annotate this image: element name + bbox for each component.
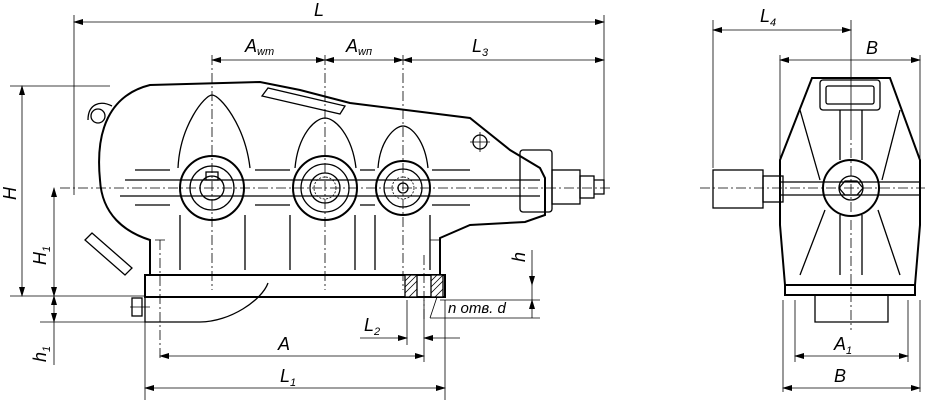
label-h: h [509,252,529,262]
label-L2: L2 [364,315,380,338]
label-H1: H1 [30,246,53,265]
housing-outline [98,80,546,276]
side-shaft-end [712,169,764,209]
dimension-labels: L Awт Awп L3 H H1 h1 h A L1 L2 n отв. d … [0,0,878,389]
lifting-lug-left [90,108,106,124]
cover-bump-2 [294,117,357,169]
label-Awp: Awп [345,36,372,58]
lower-ribs [179,215,431,270]
bolt-hole-section [404,274,444,298]
label-Awt: Awт [244,36,274,58]
front-view [60,55,612,360]
base-flange [144,274,446,298]
input-shaft-end [551,169,581,205]
cover-bump-3 [377,125,429,169]
label-L4: L4 [760,6,776,29]
label-A: A [277,334,290,354]
label-L3: L3 [472,36,489,59]
side-base [784,284,916,296]
side-dimensions [712,20,921,392]
label-H: H [0,186,20,200]
label-B-bottom: B [834,366,846,386]
inspection-cover [260,87,347,115]
label-L1: L1 [280,366,296,389]
side-inspection-cover [819,79,881,111]
front-dimensions [10,15,605,400]
label-B-top: B [866,38,878,58]
side-view [700,77,925,330]
label-holes: n отв. d [448,300,507,317]
label-A1: A1 [833,334,852,357]
label-h1: h1 [30,346,53,362]
oil-gauge [84,232,133,276]
label-L: L [314,0,324,20]
